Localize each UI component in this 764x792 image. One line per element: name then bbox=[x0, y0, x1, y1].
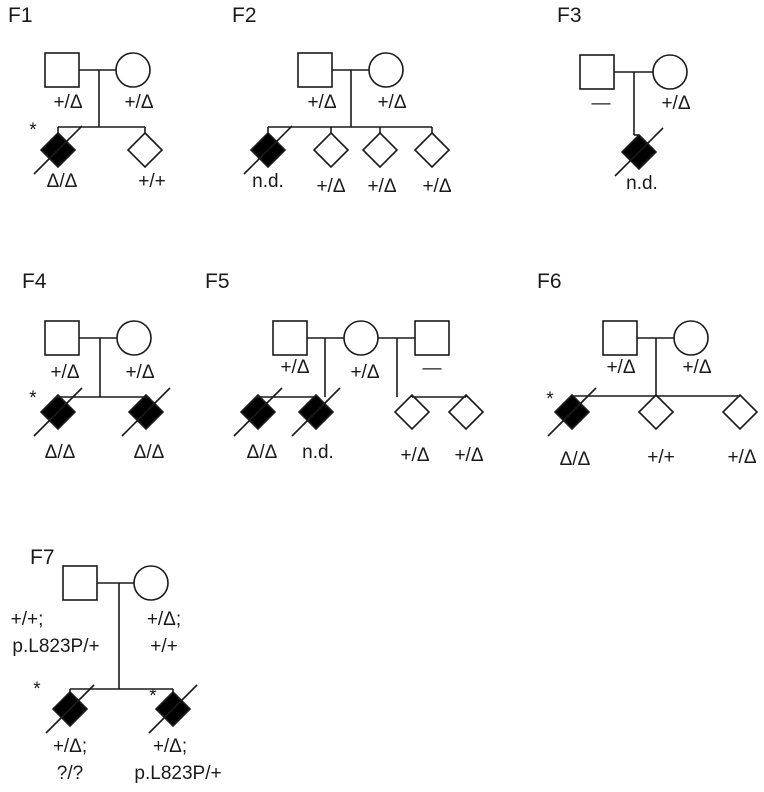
female-circle bbox=[115, 52, 151, 88]
genotype-label: +/Δ bbox=[316, 176, 345, 197]
genotype-label: +/Δ bbox=[280, 357, 309, 378]
deceased-slash bbox=[33, 387, 83, 437]
deceased-slash bbox=[33, 125, 83, 175]
genotype-label: Δ/Δ bbox=[45, 442, 76, 463]
family-label: F1 bbox=[8, 4, 33, 27]
genotype-label: Δ/Δ bbox=[247, 442, 278, 463]
genotype-label: Δ/Δ bbox=[47, 171, 78, 192]
genotype-label: +/Δ bbox=[367, 176, 396, 197]
unknown-sex-diamond bbox=[413, 131, 451, 169]
male-square bbox=[297, 52, 333, 88]
unknown-sex-diamond bbox=[361, 131, 399, 169]
male-square bbox=[414, 320, 450, 356]
genotype-label: Δ/Δ bbox=[560, 449, 591, 470]
genotype-label: n.d. bbox=[626, 173, 658, 194]
deceased-slash bbox=[243, 125, 293, 175]
unknown-sex-diamond bbox=[447, 393, 485, 431]
family-label: F4 bbox=[22, 270, 47, 293]
pedigree-f3: F3 — +/Δ n.d. bbox=[557, 4, 691, 194]
genotype-label: p.L823P/+ bbox=[134, 763, 221, 784]
proband-marker: * bbox=[33, 679, 41, 700]
genotype-label: +/Δ bbox=[307, 92, 336, 113]
unknown-sex-diamond bbox=[393, 393, 431, 431]
genotype-label: n.d. bbox=[302, 442, 334, 463]
pedigree-f5: F5 +/Δ +/Δ — Δ/Δ n.d. +/Δ +/Δ bbox=[205, 270, 485, 466]
female-circle bbox=[133, 565, 169, 601]
male-square bbox=[44, 320, 80, 356]
male-square bbox=[602, 320, 638, 356]
genotype-label: +/Δ bbox=[53, 92, 82, 113]
family-label: F5 bbox=[205, 270, 230, 293]
genotype-label: ?/? bbox=[57, 763, 83, 784]
pedigree-f1: F1 +/Δ +/Δ Δ/Δ +/+ * bbox=[8, 4, 166, 192]
genotype-label: +/Δ bbox=[661, 93, 690, 114]
female-circle bbox=[368, 52, 404, 88]
deceased-slash bbox=[291, 387, 341, 437]
genotype-label: +/Δ bbox=[350, 362, 379, 383]
female-circle bbox=[652, 54, 688, 90]
pedigree-f7: F7 +/+; p.L823P/+ +/Δ; +/+ +/Δ; ?/? +/Δ; p.L823P… bbox=[11, 546, 222, 784]
genotype-label: +/+; bbox=[11, 609, 44, 630]
genotype-label: +/Δ bbox=[422, 176, 451, 197]
pedigree-f6: F6 +/Δ +/Δ Δ/Δ +/+ +/Δ * bbox=[537, 270, 759, 470]
proband-marker: * bbox=[149, 686, 157, 707]
genotype-label: +/Δ; bbox=[153, 736, 187, 757]
deceased-slash bbox=[45, 684, 95, 734]
genotype-label: +/Δ bbox=[125, 362, 154, 383]
genotype-label: +/+ bbox=[647, 447, 674, 468]
deceased-slash bbox=[614, 127, 664, 177]
genotype-label: Δ/Δ bbox=[134, 442, 165, 463]
female-circle bbox=[116, 320, 152, 356]
genotype-label: — bbox=[592, 93, 611, 114]
genotype-label: n.d. bbox=[252, 171, 284, 192]
genotype-label: +/Δ bbox=[454, 445, 483, 466]
genotype-label: +/Δ bbox=[606, 357, 635, 378]
deceased-slash bbox=[233, 387, 283, 437]
genotype-label: +/Δ bbox=[682, 357, 711, 378]
genotype-label: p.L823P/+ bbox=[12, 636, 99, 657]
family-label: F3 bbox=[557, 4, 582, 27]
genotype-label: — bbox=[423, 358, 442, 379]
genotype-label: +/Δ; bbox=[53, 736, 87, 757]
pedigree-f2: F2 +/Δ +/Δ n.d. +/Δ +/Δ +/Δ bbox=[232, 4, 452, 197]
genotype-label: +/Δ; bbox=[147, 609, 181, 630]
pedigree-f4: F4 +/Δ +/Δ Δ/Δ Δ/Δ * bbox=[22, 270, 171, 463]
proband-marker: * bbox=[29, 120, 37, 141]
genotype-label: +/Δ bbox=[124, 92, 153, 113]
male-square bbox=[272, 320, 308, 356]
genotype-label: +/+ bbox=[150, 636, 177, 657]
proband-marker: * bbox=[546, 389, 554, 410]
deceased-slash bbox=[148, 684, 198, 734]
family-label: F2 bbox=[232, 4, 257, 27]
genotype-label: +/Δ bbox=[727, 447, 756, 468]
unknown-sex-diamond bbox=[637, 393, 675, 431]
genotype-label: +/Δ bbox=[377, 92, 406, 113]
genotype-label: +/Δ bbox=[50, 362, 79, 383]
male-square bbox=[44, 52, 80, 88]
deceased-slash bbox=[121, 387, 171, 437]
unknown-sex-diamond bbox=[126, 131, 164, 169]
female-circle bbox=[343, 320, 379, 356]
unknown-sex-diamond bbox=[312, 131, 350, 169]
genotype-label: +/+ bbox=[138, 171, 165, 192]
male-square bbox=[579, 54, 615, 90]
unknown-sex-diamond bbox=[721, 393, 759, 431]
genotype-label: +/Δ bbox=[400, 445, 429, 466]
male-square bbox=[62, 565, 98, 601]
family-label: F6 bbox=[537, 270, 562, 293]
female-circle bbox=[673, 320, 709, 356]
family-label: F7 bbox=[30, 546, 55, 569]
proband-marker: * bbox=[29, 388, 37, 409]
